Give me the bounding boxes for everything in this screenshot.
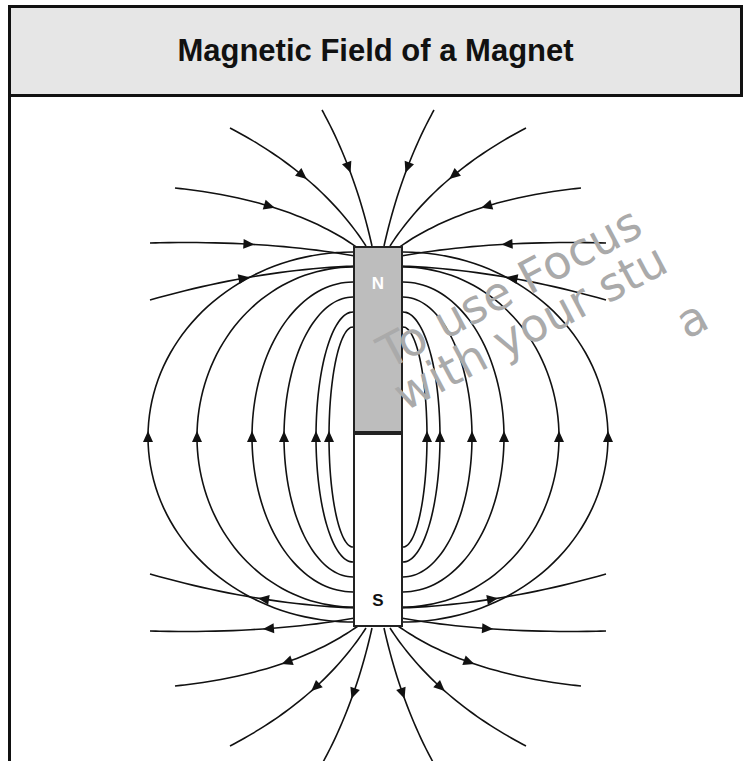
field-line [384, 110, 434, 246]
field-line [403, 312, 440, 562]
field-arrowhead [433, 680, 448, 695]
field-arrowhead [499, 431, 509, 442]
field-line [197, 267, 353, 607]
pole-label: S [372, 591, 383, 611]
field-arrowhead [554, 431, 564, 442]
pole-label: N [372, 274, 384, 294]
field-line [403, 267, 559, 607]
field-arrowhead [501, 239, 513, 250]
watermark-text: with your stu [386, 236, 674, 418]
field-arrowhead [324, 431, 334, 442]
field-arrowhead [280, 656, 294, 669]
field-line [252, 282, 353, 592]
field-line [322, 110, 372, 246]
field-line [398, 626, 581, 686]
field-line [148, 252, 353, 622]
field-arrowhead [396, 687, 409, 701]
field-arrowhead [603, 431, 613, 442]
field-arrowhead [467, 431, 477, 442]
field-line [316, 312, 353, 562]
field-line-group [143, 110, 613, 761]
field-arrowhead [143, 431, 153, 442]
field-line [150, 574, 355, 608]
magnet-pole: N [353, 246, 403, 433]
field-line [384, 628, 434, 761]
field-arrowhead [342, 161, 355, 175]
field-arrowhead [243, 239, 255, 250]
watermark-text: a [668, 292, 714, 346]
field-line [230, 628, 366, 746]
field-arrowhead [247, 431, 257, 442]
field-arrowhead [422, 431, 432, 442]
field-arrowhead [435, 431, 445, 442]
field-line [403, 327, 427, 547]
frame-border [8, 5, 11, 761]
field-arrowhead [279, 431, 289, 442]
field-arrowhead [446, 168, 461, 183]
field-arrowhead [295, 168, 310, 183]
field-line [175, 626, 358, 686]
field-line [230, 128, 366, 246]
field-arrowhead [347, 687, 360, 701]
field-line [329, 327, 353, 547]
magnet-pole: S [353, 433, 403, 627]
field-line [401, 266, 606, 300]
field-line [401, 574, 606, 608]
field-line [175, 188, 358, 248]
field-arrowhead [401, 161, 414, 175]
field-line [398, 188, 581, 248]
field-line [390, 128, 526, 246]
title-bar: Magnetic Field of a Magnet [8, 5, 743, 97]
field-line [150, 266, 355, 300]
field-line [403, 297, 472, 577]
field-arrowhead [263, 623, 275, 634]
field-arrowhead [480, 200, 493, 213]
field-arrowhead [482, 623, 494, 634]
field-arrowhead [308, 680, 323, 695]
diagram-title: Magnetic Field of a Magnet [177, 33, 573, 69]
field-arrowhead [263, 200, 276, 213]
field-line [403, 282, 504, 592]
field-line [390, 628, 526, 746]
field-line [322, 628, 372, 761]
field-arrowhead [192, 431, 202, 442]
field-line [284, 297, 353, 577]
watermark-text: To use Focus [370, 199, 648, 376]
field-arrowhead [462, 656, 476, 669]
field-arrowhead [311, 431, 321, 442]
field-line [403, 252, 608, 622]
